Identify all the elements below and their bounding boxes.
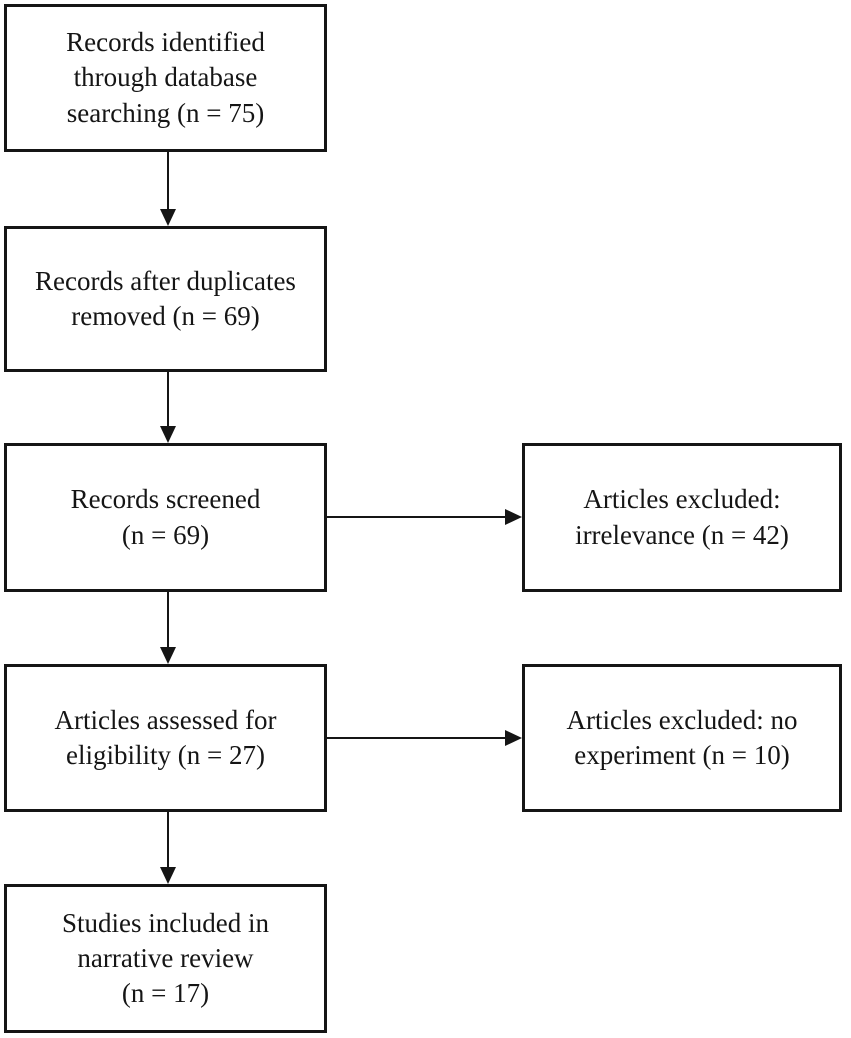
flow-box-excluded-irrelevance: Articles excluded: irrelevance (n = 42) <box>522 443 842 592</box>
arrow-shaft <box>166 812 170 869</box>
flow-box-records-screened-label: Records screened (n = 69) <box>70 484 261 550</box>
arrowhead-right-icon <box>505 730 522 746</box>
arrow-screened-to-eligibility <box>160 592 176 664</box>
arrowhead-down-icon <box>160 647 176 664</box>
flow-box-excluded-irrelevance-label: Articles excluded: irrelevance (n = 42) <box>575 484 789 550</box>
arrow-shaft <box>166 372 170 428</box>
flow-box-assessed-eligibility: Articles assessed for eligibility (n = 2… <box>4 664 327 812</box>
arrow-identification-to-duplicates <box>160 152 176 226</box>
arrow-shaft <box>327 515 507 519</box>
arrowhead-right-icon <box>505 509 522 525</box>
arrow-duplicates-to-screened <box>160 372 176 443</box>
arrow-screened-to-excluded-irrelevance <box>327 509 522 525</box>
arrowhead-down-icon <box>160 426 176 443</box>
arrow-shaft <box>166 592 170 649</box>
flow-box-excluded-no-experiment-label: Articles excluded: no experiment (n = 10… <box>566 704 798 770</box>
arrow-shaft <box>327 736 507 740</box>
flow-box-duplicates-removed: Records after duplicates removed (n = 69… <box>4 226 327 372</box>
flow-box-records-identified: Records identified through database sear… <box>4 4 327 152</box>
arrowhead-down-icon <box>160 209 176 226</box>
flow-box-assessed-eligibility-label: Articles assessed for eligibility (n = 2… <box>54 704 277 770</box>
flow-box-studies-included-label: Studies included in narrative review (n … <box>62 907 269 1009</box>
flow-box-excluded-no-experiment: Articles excluded: no experiment (n = 10… <box>522 664 842 812</box>
arrowhead-down-icon <box>160 867 176 884</box>
flow-box-studies-included: Studies included in narrative review (n … <box>4 884 327 1033</box>
flow-box-records-screened: Records screened (n = 69) <box>4 443 327 592</box>
arrow-eligibility-to-included <box>160 812 176 884</box>
flow-box-duplicates-removed-label: Records after duplicates removed (n = 69… <box>35 265 296 331</box>
arrow-shaft <box>166 152 170 211</box>
arrow-eligibility-to-excluded-no-experiment <box>327 730 522 746</box>
flow-box-records-identified-label: Records identified through database sear… <box>66 27 265 128</box>
